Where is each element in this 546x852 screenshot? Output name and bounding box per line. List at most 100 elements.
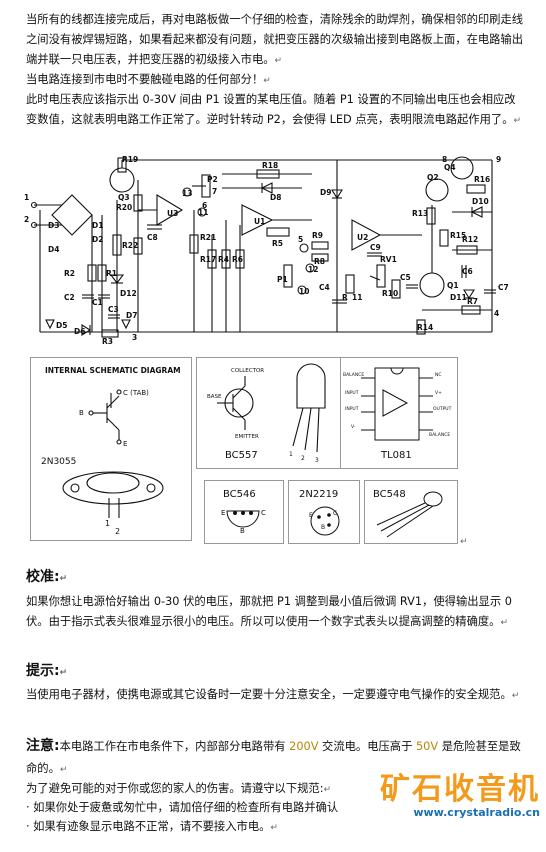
- svg-text:D2: D2: [92, 235, 103, 244]
- svg-text:D8: D8: [270, 193, 281, 202]
- power-supply-schematic: R19 Q3 R20 R18 D8 D9 Q4 Q2 R16 R13 D10 R…: [22, 150, 512, 350]
- svg-text:Q3: Q3: [118, 193, 130, 202]
- svg-text:R16: R16: [474, 175, 490, 184]
- svg-text:E: E: [309, 512, 313, 519]
- panel-tl081: BALANCE INPUT INPUT V- BALANCE OUTPUT V+…: [340, 357, 458, 469]
- svg-text:C6: C6: [462, 267, 473, 276]
- svg-text:5: 5: [298, 235, 303, 244]
- svg-text:2: 2: [115, 527, 120, 536]
- svg-text:U1: U1: [254, 217, 265, 226]
- svg-text:C: C: [261, 509, 266, 517]
- svg-text:D7: D7: [126, 311, 137, 320]
- svg-text:6: 6: [202, 201, 207, 210]
- svg-text:BALANCE: BALANCE: [343, 372, 364, 378]
- svg-text:E: E: [123, 440, 127, 448]
- svg-text:C4: C4: [319, 283, 330, 292]
- calibration-body: 如果你想让电源恰好输出 0-30 伏的电压，那就把 P1 调整到最小值后微调 R…: [26, 595, 512, 628]
- panel-2n2219: 2N2219 E B C: [288, 480, 360, 544]
- svg-text:V-: V-: [351, 424, 356, 430]
- bc557-name: BC557: [225, 450, 258, 461]
- svg-text:EMITTER: EMITTER: [235, 434, 259, 440]
- notice-bullet-1: · 如果你处于疲惫或匆忙中，请加倍仔细的检查所有电路并确认: [26, 801, 339, 814]
- panel-bc557: COLLECTOR BASE EMITTER BC557 1 2 3: [196, 357, 348, 469]
- svg-text:2N2219: 2N2219: [299, 489, 338, 500]
- schematic-labels: R19 Q3 R20 R18 D8 D9 Q4 Q2 R16 R13 D10 R…: [24, 155, 509, 346]
- svg-text:D11: D11: [450, 293, 467, 302]
- svg-text:R21: R21: [200, 233, 216, 242]
- svg-text:R8: R8: [314, 257, 325, 266]
- svg-text:1: 1: [24, 193, 29, 202]
- intro-paragraph-1: 当所有的线都连接完成后，再对电路板做一个仔细的检查，清除残余的助焊剂，确保相邻的…: [26, 13, 524, 66]
- svg-text:C1: C1: [92, 298, 103, 307]
- watermark-title: 矿石收音机: [380, 772, 540, 807]
- svg-text:11: 11: [352, 293, 362, 302]
- watermark-url: www.crystalradio.cn: [413, 806, 540, 819]
- svg-text:INPUT: INPUT: [345, 390, 359, 396]
- calibration-heading: 校准:↵: [26, 569, 68, 585]
- svg-text:E: E: [221, 509, 225, 517]
- tips-heading: 提示:↵: [26, 663, 68, 679]
- svg-text:C5: C5: [400, 273, 411, 282]
- svg-text:U2: U2: [357, 233, 368, 242]
- panel-bc546: BC546 E B C: [204, 480, 284, 544]
- site-watermark: 矿石收音机 www.crystalradio.cn: [360, 764, 540, 834]
- svg-text:R: R: [342, 293, 348, 302]
- notice-heading: 注意:: [26, 738, 60, 754]
- svg-text:D10: D10: [472, 197, 489, 206]
- svg-text:10: 10: [299, 287, 309, 296]
- notice-line-2: 为了避免可能的对于你或您的家人的伤害。请遵守以下规范:↵: [26, 782, 332, 795]
- svg-text:1: 1: [105, 519, 110, 528]
- svg-text:B: B: [79, 409, 84, 417]
- svg-text:Q2: Q2: [427, 173, 439, 182]
- tips-body: 当使用电子器材，使携电源或其它设备时一定要十分注意安全，一定要遵守电气操作的安全…: [26, 688, 520, 701]
- svg-text:D4: D4: [48, 245, 59, 254]
- svg-text:3: 3: [315, 457, 319, 464]
- svg-text:R22: R22: [122, 241, 138, 250]
- svg-text:R7: R7: [467, 297, 478, 306]
- svg-text:R9: R9: [312, 231, 323, 240]
- svg-text:B: B: [240, 527, 245, 535]
- svg-text:BC546: BC546: [223, 489, 256, 500]
- panel-2n3055: INTERNAL SCHEMATIC DIAGRAM C (TAB) B E 2…: [30, 357, 192, 541]
- svg-text:R6: R6: [232, 255, 243, 264]
- svg-text:9: 9: [496, 155, 501, 164]
- svg-text:7: 7: [212, 187, 217, 196]
- svg-text:C7: C7: [498, 283, 509, 292]
- intro-paragraph-3: 此时电压表应该指示出 0-30V 间由 P1 设置的某电压值。随着 P1 设置的…: [26, 93, 522, 126]
- tl081-name: TL081: [380, 450, 412, 461]
- svg-text:1: 1: [289, 451, 293, 458]
- svg-text:R18: R18: [262, 161, 278, 170]
- svg-text:C: C: [333, 510, 337, 517]
- svg-text:BALANCE: BALANCE: [429, 432, 450, 438]
- svg-text:COLLECTOR: COLLECTOR: [231, 368, 264, 374]
- svg-text:OUTPUT: OUTPUT: [433, 406, 452, 412]
- svg-text:R5: R5: [272, 239, 283, 248]
- svg-text:D5: D5: [56, 321, 67, 330]
- svg-text:V+: V+: [435, 390, 442, 396]
- svg-text:C9: C9: [370, 243, 381, 252]
- svg-text:11: 11: [198, 208, 208, 217]
- svg-text:3: 3: [132, 333, 137, 342]
- svg-text:R14: R14: [417, 323, 433, 332]
- svg-text:4: 4: [494, 309, 499, 318]
- svg-text:13: 13: [182, 189, 192, 198]
- svg-text:D6: D6: [74, 327, 85, 336]
- svg-text:C (TAB): C (TAB): [123, 389, 149, 397]
- panel-bc548: BC548: [364, 480, 458, 544]
- svg-text:RV1: RV1: [380, 255, 397, 264]
- svg-text:R13: R13: [412, 209, 428, 218]
- return-mark: ↵: [460, 537, 468, 547]
- internal-title: INTERNAL SCHEMATIC DIAGRAM: [45, 366, 181, 375]
- svg-text:R17: R17: [200, 255, 216, 264]
- svg-text:R20: R20: [116, 203, 132, 212]
- svg-text:C8: C8: [147, 233, 158, 242]
- svg-text:U3: U3: [167, 209, 178, 218]
- svg-text:R3: R3: [102, 337, 113, 346]
- svg-text:8: 8: [442, 155, 447, 164]
- notice-bullet-2: · 如果有迹象显示电路不正常，请不要接入市电。↵: [26, 820, 278, 833]
- intro-paragraph-2: 当电路连接到市电时不要触碰电路的任何部分！↵: [26, 73, 271, 86]
- svg-text:INPUT: INPUT: [345, 406, 359, 412]
- svg-text:12: 12: [308, 265, 318, 274]
- notice-paragraph: 注意:本电路工作在市电条件下，内部部分电路带有 200V 交流电。电压高于 50…: [26, 738, 521, 775]
- svg-text:NC: NC: [435, 372, 442, 378]
